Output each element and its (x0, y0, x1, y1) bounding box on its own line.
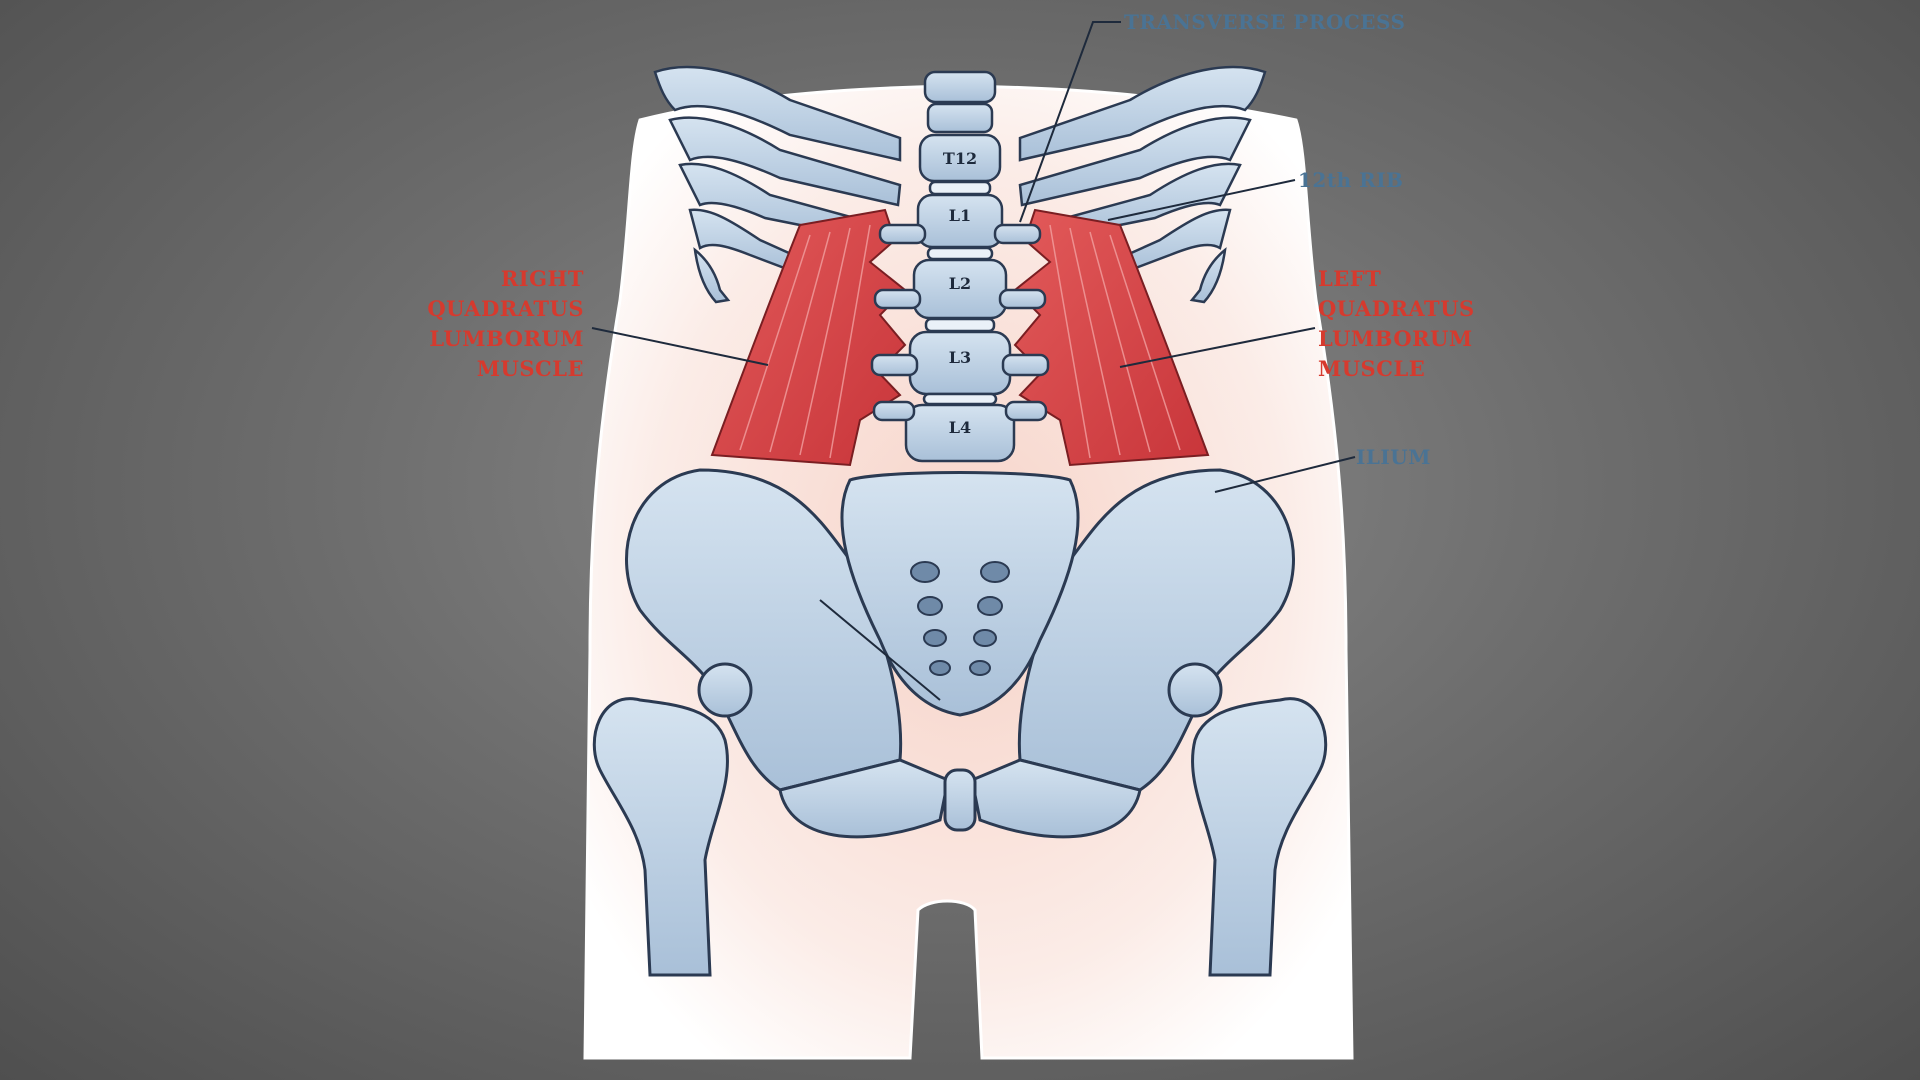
muscle-fibres (739, 224, 1181, 459)
pelvis (625, 468, 1295, 839)
rib-cage-left-side (1018, 65, 1267, 304)
label-right-qlm-line-2: QUADRATUS (427, 296, 584, 321)
label-right-quadratus-lumborum: RIGHT QUADRATUS LUMBORUM MUSCLE (380, 264, 584, 384)
label-transverse-process: TRANSVERSE PROCESS (1124, 10, 1406, 34)
vertebra-label-l2: L2 (949, 274, 971, 293)
label-right-qlm-line-4: MUSCLE (476, 356, 584, 381)
sacral-foramina (910, 561, 1010, 676)
vertebra-label-l1: L1 (949, 206, 971, 225)
label-ilium: ILIUM (1356, 445, 1431, 469)
label-left-qlm-line-3: LUMBORUM (1318, 326, 1473, 351)
leader-12th-rib (1107, 179, 1296, 221)
leader-left-qlm (1119, 327, 1316, 368)
femurs (592, 662, 1328, 977)
left-quadratus-lumborum (1013, 208, 1210, 467)
leader-lines (591, 21, 1356, 701)
label-left-quadratus-lumborum: LEFT QUADRATUS LUMBORUM MUSCLE (1318, 264, 1538, 384)
label-right-qlm-line-3: LUMBORUM (429, 326, 584, 351)
label-12th-rib: 12th RIB (1298, 168, 1404, 192)
label-left-qlm-line-4: MUSCLE (1318, 356, 1426, 381)
label-right-qlm-line-1: RIGHT (500, 266, 584, 291)
leader-right-qlm (591, 327, 769, 366)
right-quadratus-lumborum (710, 208, 907, 467)
vertebra-label-t12: T12 (943, 149, 977, 168)
vertebra-label-l3: L3 (949, 348, 971, 367)
label-left-qlm-line-2: QUADRATUS (1318, 296, 1475, 321)
leader-pelvis-inner (819, 599, 941, 701)
leader-ilium (1214, 456, 1356, 493)
vertebra-label-l4: L4 (949, 418, 971, 437)
label-left-qlm-line-1: LEFT (1318, 266, 1382, 291)
vertebral-column (870, 70, 1050, 463)
leader-transverse-process (1019, 21, 1121, 223)
